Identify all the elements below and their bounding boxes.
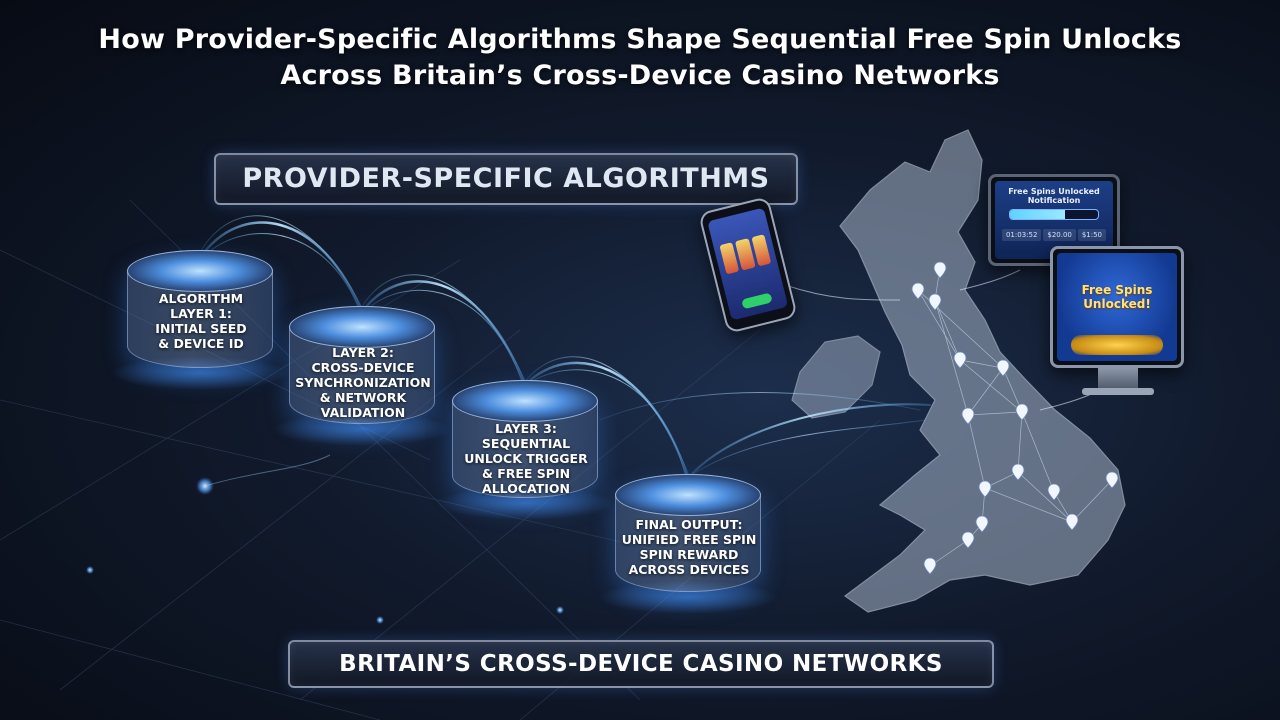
title-line-2: Across Britain’s Cross-Device Casino Net… bbox=[280, 60, 1000, 91]
layer-3-line: ALLOCATION bbox=[482, 481, 570, 496]
layer-2-cylinder-top bbox=[289, 306, 435, 348]
coins-graphic bbox=[1071, 335, 1163, 355]
tablet-screen: Free Spins Unlocked Notification 01:03:5… bbox=[995, 181, 1113, 259]
layer-1-line: & DEVICE ID bbox=[158, 336, 244, 351]
final-output-line: SPIN REWARD bbox=[639, 547, 739, 562]
layer-3-line: LAYER 3: bbox=[495, 421, 557, 436]
layer-1-cylinder-top bbox=[127, 250, 273, 292]
map-pin-icon bbox=[911, 261, 1119, 575]
monitor-stand bbox=[1098, 368, 1138, 390]
layer-1-line: LAYER 1: bbox=[170, 306, 232, 321]
tablet-value: 01:03:52 bbox=[1001, 229, 1042, 241]
layer-3-cylinder: LAYER 3: SEQUENTIAL UNLOCK TRIGGER & FRE… bbox=[452, 380, 598, 498]
monitor-message-line: Unlocked! bbox=[1083, 297, 1151, 311]
final-output-label: FINAL OUTPUT: UNIFIED FREE SPIN SPIN REW… bbox=[616, 517, 762, 577]
spin-button-graphic bbox=[741, 292, 773, 310]
layer-2-line: LAYER 2: bbox=[332, 345, 394, 360]
tablet-notification-line: Free Spins Unlocked bbox=[1008, 187, 1100, 196]
monitor-base bbox=[1082, 388, 1154, 395]
final-output-line: ACROSS DEVICES bbox=[628, 562, 750, 577]
layer-1-cylinder: ALGORITHM LAYER 1: INITIAL SEED & DEVICE… bbox=[127, 250, 273, 368]
layer-2-label: LAYER 2: CROSS-DEVICE SYNCHRONIZATION & … bbox=[290, 345, 436, 420]
layer-3-cylinder-top bbox=[452, 380, 598, 422]
layer-2-line: SYNCHRONIZATION bbox=[295, 375, 431, 390]
tablet-notification: Free Spins Unlocked Notification bbox=[995, 187, 1113, 205]
final-output-line: UNIFIED FREE SPIN bbox=[621, 532, 757, 547]
monitor-message: Free Spins Unlocked! bbox=[1057, 283, 1177, 311]
layer-3-label: LAYER 3: SEQUENTIAL UNLOCK TRIGGER & FRE… bbox=[453, 421, 599, 496]
layer-2-line: & NETWORK bbox=[319, 390, 407, 405]
page-title: How Provider-Specific Algorithms Shape S… bbox=[0, 22, 1280, 94]
final-output-line: FINAL OUTPUT: bbox=[635, 517, 743, 532]
layer-2-cylinder: LAYER 2: CROSS-DEVICE SYNCHRONIZATION & … bbox=[289, 306, 435, 424]
slot-reels bbox=[719, 234, 772, 275]
layer-2-line: VALIDATION bbox=[320, 405, 406, 420]
layer-3-line: UNLOCK TRIGGER bbox=[464, 451, 588, 466]
layer-1-label: ALGORITHM LAYER 1: INITIAL SEED & DEVICE… bbox=[128, 291, 274, 351]
layer-1-line: ALGORITHM bbox=[158, 291, 244, 306]
tablet-value: $20.00 bbox=[1043, 229, 1076, 241]
monitor-screen: Free Spins Unlocked! bbox=[1057, 253, 1177, 361]
final-output-cylinder-top bbox=[615, 474, 761, 516]
title-line-1: How Provider-Specific Algorithms Shape S… bbox=[98, 24, 1182, 55]
layer-2-line: CROSS-DEVICE bbox=[311, 360, 415, 375]
bottom-banner: BRITAIN’S CROSS-DEVICE CASINO NETWORKS bbox=[288, 640, 994, 688]
top-banner: PROVIDER-SPECIFIC ALGORITHMS bbox=[214, 153, 798, 205]
tablet-value: $1:50 bbox=[1077, 229, 1107, 241]
tablet-values: 01:03:52 $20.00 $1:50 bbox=[1001, 229, 1107, 241]
tablet-progress-bar bbox=[1009, 209, 1099, 220]
desktop-monitor-icon: Free Spins Unlocked! bbox=[1050, 246, 1184, 368]
layer-3-line: SEQUENTIAL bbox=[481, 436, 571, 451]
tablet-progress-fill bbox=[1010, 210, 1065, 219]
final-output-cylinder: FINAL OUTPUT: UNIFIED FREE SPIN SPIN REW… bbox=[615, 474, 761, 592]
uk-map bbox=[791, 129, 1126, 613]
layer-3-line: & FREE SPIN bbox=[481, 466, 571, 481]
layer-1-line: INITIAL SEED bbox=[155, 321, 247, 336]
monitor-message-line: Free Spins bbox=[1081, 283, 1153, 297]
tablet-notification-line: Notification bbox=[1027, 196, 1081, 205]
